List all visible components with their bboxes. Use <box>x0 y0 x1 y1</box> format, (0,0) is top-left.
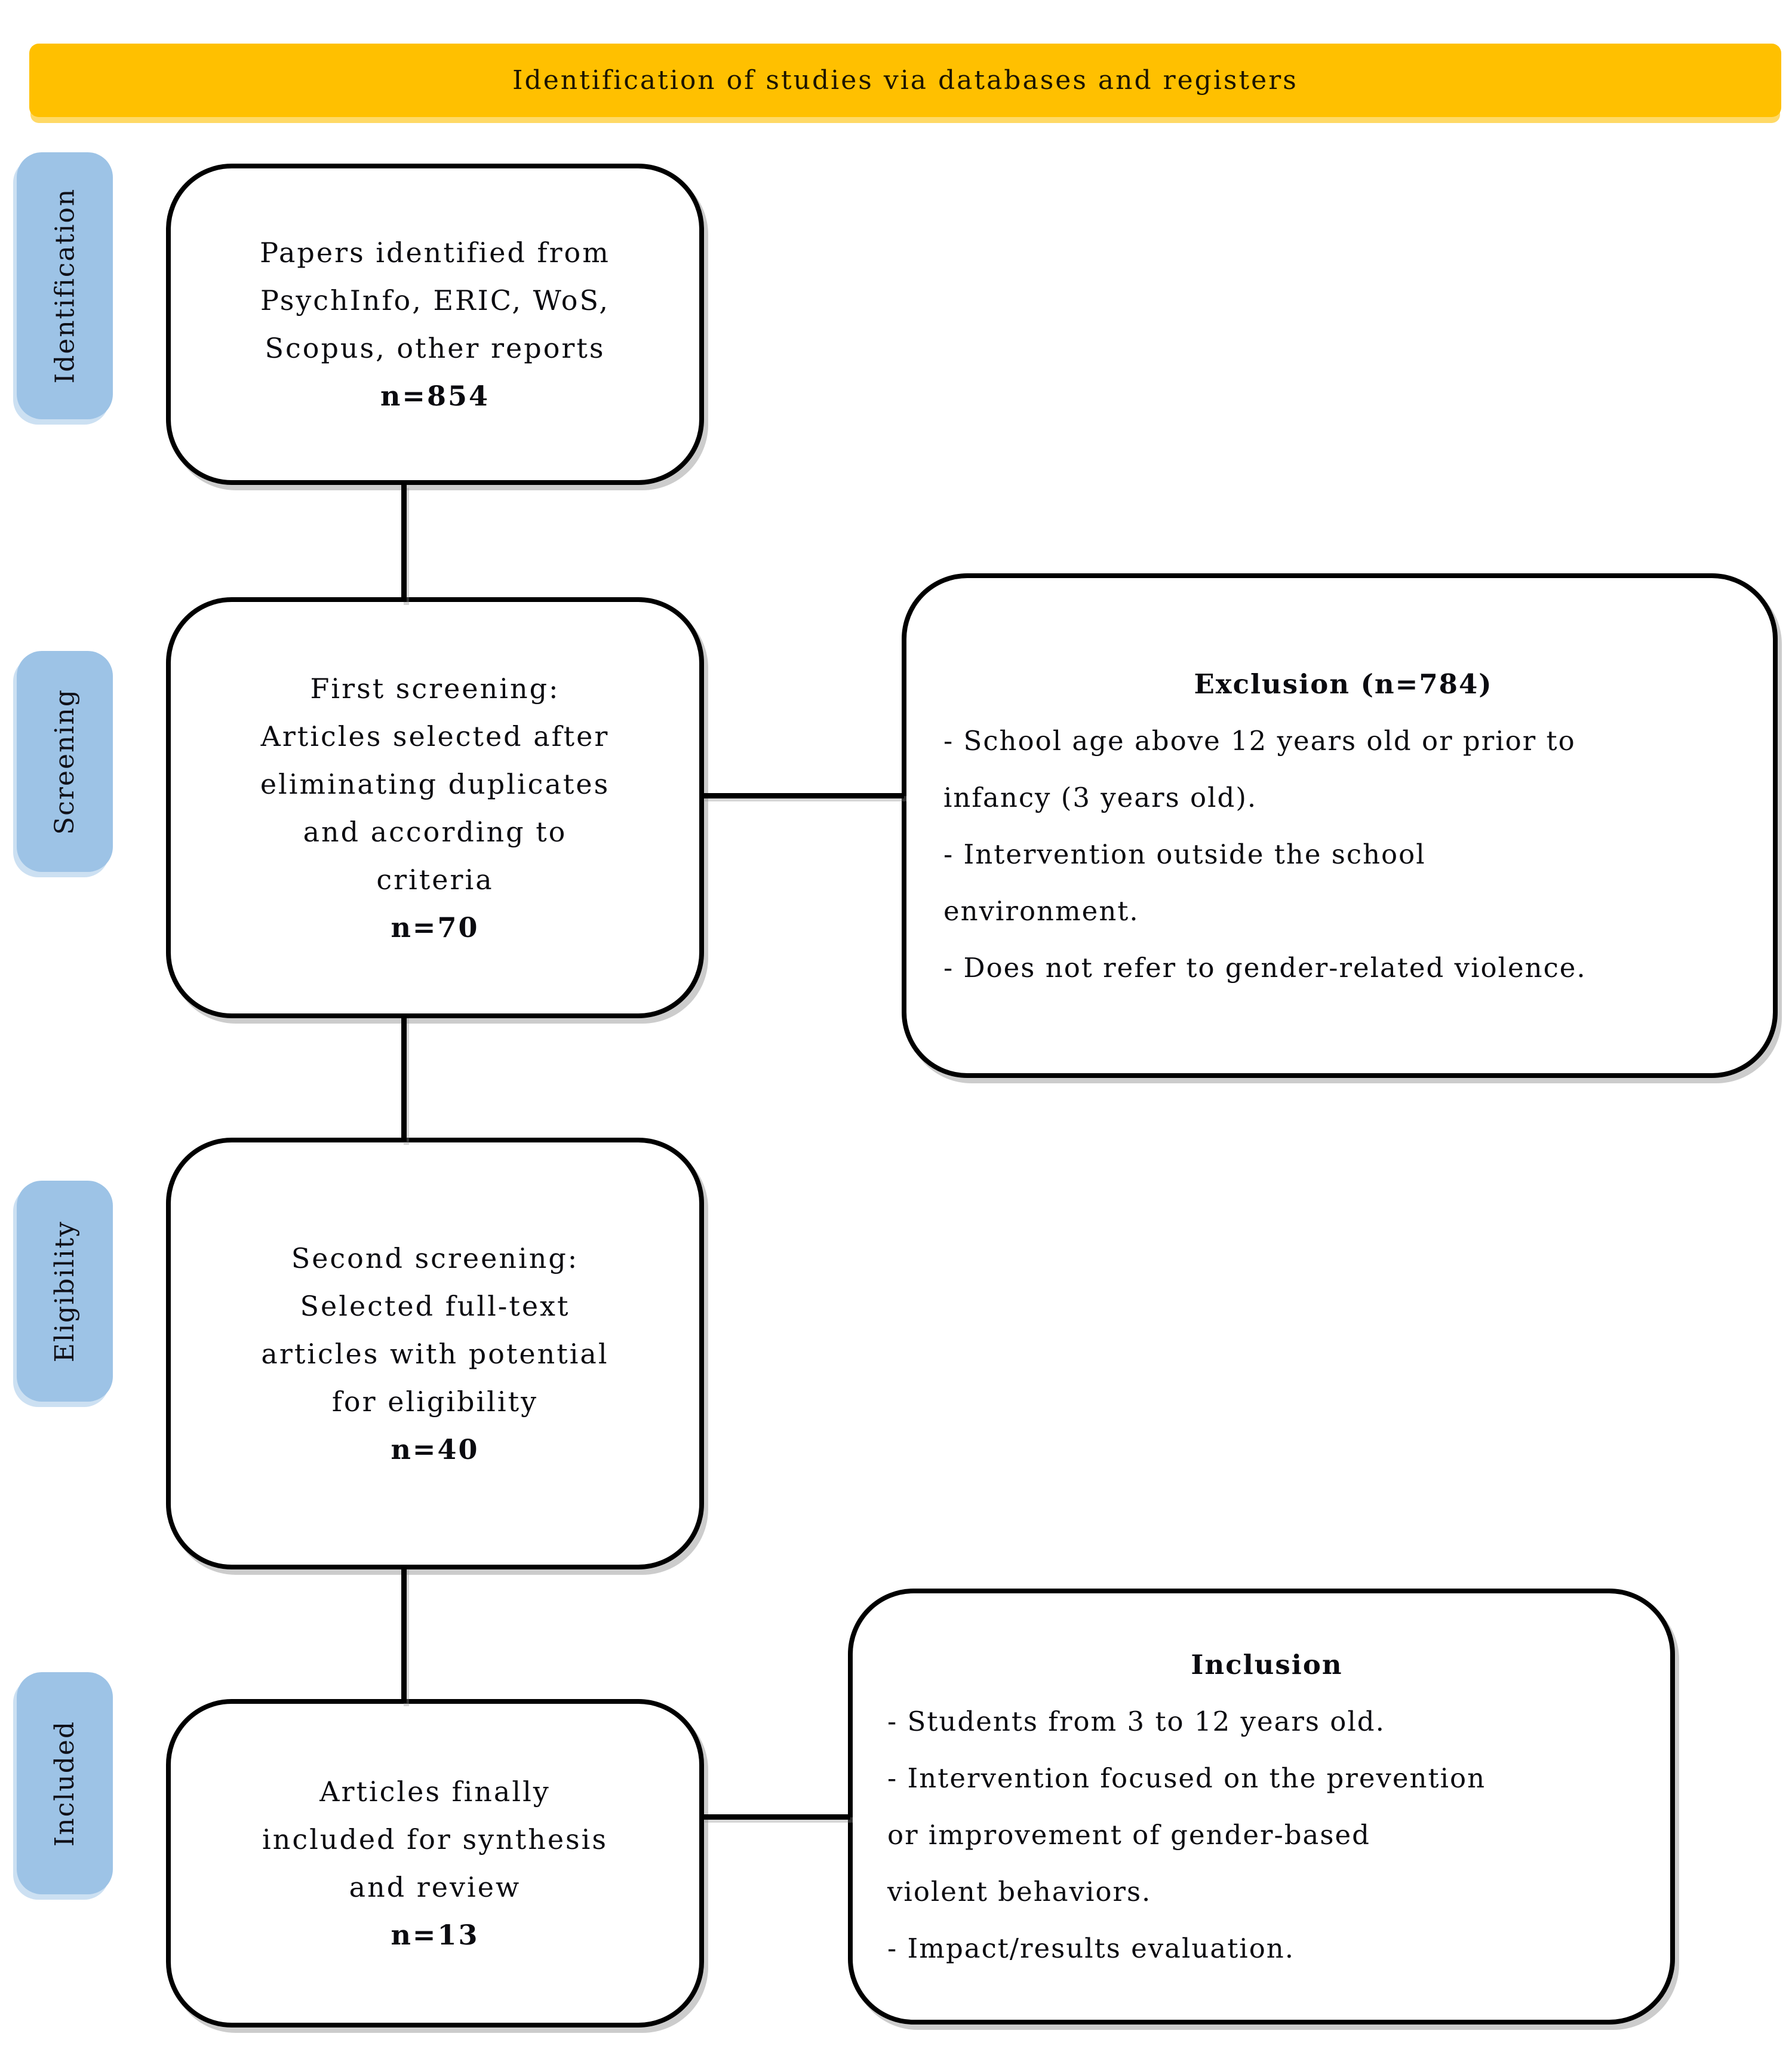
box-papers-identified: Papers identified from PsychInfo, ERIC, … <box>166 164 704 485</box>
inclusion-title: Inclusion <box>1191 1649 1343 1681</box>
box-second-screening-count: n=40 <box>391 1433 479 1466</box>
box-articles-included: Articles finally included for synthesis … <box>166 1699 704 2028</box>
box-first-screening-line: First screening: <box>310 672 560 705</box>
box-second-screening-line: for eligibility <box>331 1385 539 1418</box>
box-second-screening-line: Second screening: <box>291 1242 579 1274</box>
inclusion-criterion: - Intervention focused on the prevention <box>887 1762 1486 1794</box>
box-first-screening: First screening: Articles selected after… <box>166 597 704 1018</box>
banner-title: Identification of studies via databases … <box>512 65 1298 96</box>
connector-first-screening-to-exclusion <box>702 793 904 798</box>
box-first-screening-line: and according to <box>303 815 567 848</box>
box-second-screening-line: Selected full-text <box>300 1289 570 1322</box>
box-second-screening: Second screening: Selected full-text art… <box>166 1138 704 1569</box>
box-first-screening-line: Articles selected after <box>260 720 610 752</box>
stage-label-screening-text: Screening <box>50 688 80 835</box>
box-first-screening-count: n=70 <box>391 911 479 944</box>
box-articles-included-line: Articles finally <box>319 1775 551 1808</box>
inclusion-criterion: - Students from 3 to 12 years old. <box>887 1706 1385 1737</box>
inclusion-criterion: violent behaviors. <box>887 1876 1152 1907</box>
exclusion-criterion: environment. <box>943 895 1139 927</box>
connector-identified-to-first-screening <box>401 485 407 602</box>
box-articles-included-line: included for synthesis <box>262 1823 608 1856</box>
exclusion-criterion: - Intervention outside the school <box>943 838 1426 870</box>
stage-label-identification-text: Identification <box>50 188 80 384</box>
stage-label-eligibility-text: Eligibility <box>50 1220 80 1362</box>
box-second-screening-line: articles with potential <box>261 1337 609 1370</box>
exclusion-title: Exclusion (n=784) <box>1194 668 1493 700</box>
stage-label-included: Included <box>17 1672 113 1894</box>
box-papers-identified-count: n=854 <box>380 380 490 412</box>
box-first-screening-line: eliminating duplicates <box>260 767 610 800</box>
inclusion-criterion: or improvement of gender-based <box>887 1819 1370 1851</box>
box-first-screening-line: criteria <box>376 863 494 896</box>
box-articles-included-line: and review <box>349 1871 521 1903</box>
exclusion-criterion: - School age above 12 years old or prior… <box>943 724 1576 757</box>
stage-label-screening: Screening <box>17 651 113 872</box>
box-articles-included-count: n=13 <box>391 1919 479 1951</box>
box-inclusion: Inclusion - Students from 3 to 12 years … <box>848 1589 1675 2025</box>
connector-first-to-second-screening <box>401 1015 407 1142</box>
box-exclusion: Exclusion (n=784) - School age above 12 … <box>902 573 1778 1078</box>
exclusion-criterion: - Does not refer to gender-related viole… <box>943 951 1587 984</box>
box-papers-identified-line: Papers identified from <box>260 236 610 269</box>
stage-label-identification: Identification <box>17 152 113 419</box>
box-papers-identified-line: PsychInfo, ERIC, WoS, <box>260 284 610 317</box>
stage-label-included-text: Included <box>50 1720 80 1847</box>
stage-label-eligibility: Eligibility <box>17 1181 113 1402</box>
connector-second-screening-to-included <box>401 1567 407 1703</box>
connector-included-to-inclusion <box>702 1814 850 1820</box>
inclusion-criterion: - Impact/results evaluation. <box>887 1933 1295 1964</box>
box-papers-identified-line: Scopus, other reports <box>265 332 605 364</box>
exclusion-criterion: infancy (3 years old). <box>943 781 1258 813</box>
banner: Identification of studies via databases … <box>29 44 1781 117</box>
